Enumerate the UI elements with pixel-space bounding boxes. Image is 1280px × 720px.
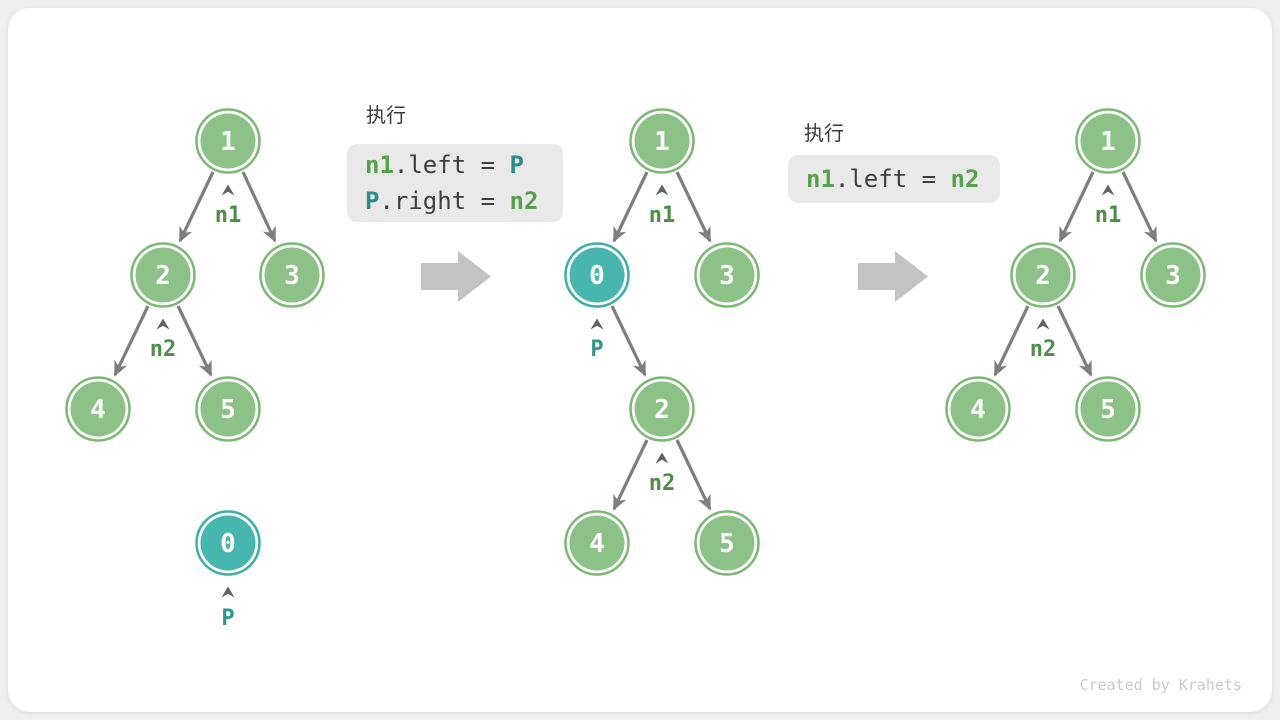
edge-1-to-3 xyxy=(1121,171,1158,243)
transition-arrow-icon xyxy=(858,251,928,302)
node-5-value: 5 xyxy=(719,529,735,559)
node-3-value: 3 xyxy=(284,261,300,291)
node-2: 2 xyxy=(1010,242,1076,308)
node-2-value: 2 xyxy=(654,395,670,425)
pointer-caret-icon xyxy=(590,318,604,330)
code-var-n1: n1 xyxy=(806,165,835,193)
pointer-label-n1: n1 xyxy=(215,203,242,228)
code-line-1: n1.left = P xyxy=(365,147,545,183)
node-2-value: 2 xyxy=(155,261,171,291)
pointer-caret-icon xyxy=(156,318,170,330)
node-3: 3 xyxy=(1140,242,1206,308)
node-4-value: 4 xyxy=(589,529,605,559)
node-5: 5 xyxy=(694,510,760,576)
node-1-value: 1 xyxy=(1100,127,1116,157)
tree-after: 1 2 3 4 5 n1 n2 xyxy=(945,108,1206,442)
pointer-caret-icon xyxy=(655,452,669,464)
edge-1-to-3 xyxy=(675,171,712,243)
edge-2-to-4 xyxy=(113,305,150,377)
exec-label: 执行 xyxy=(804,121,844,145)
node-3-value: 3 xyxy=(719,261,735,291)
node-5-value: 5 xyxy=(220,395,236,425)
node-5: 5 xyxy=(1075,376,1141,442)
watermark-credit: Created by Krahets xyxy=(1079,676,1242,694)
node-1-value: 1 xyxy=(220,127,236,157)
node-1: 1 xyxy=(1075,108,1141,174)
node-1: 1 xyxy=(629,108,695,174)
node-4: 4 xyxy=(65,376,131,442)
edge-0-to-2 xyxy=(610,305,647,377)
code-box-2: n1.left = n2 xyxy=(788,155,1000,203)
tree-before: 1 2 3 4 5 0 n1 n2 P xyxy=(65,108,325,631)
pointer-caret-icon xyxy=(1101,184,1115,196)
node-3: 3 xyxy=(694,242,760,308)
code-op: .right = xyxy=(379,187,510,215)
code-line-1: n1.left = n2 xyxy=(806,161,982,197)
node-4-value: 4 xyxy=(90,395,106,425)
node-2: 2 xyxy=(130,242,196,308)
code-var-p: P xyxy=(365,187,380,215)
node-3: 3 xyxy=(259,242,325,308)
node-0-value: 0 xyxy=(589,261,605,291)
code-var-n2: n2 xyxy=(950,165,980,193)
pointer-label-n2: n2 xyxy=(1030,337,1057,362)
exec-label: 执行 xyxy=(366,103,406,127)
pointer-label-n1: n1 xyxy=(649,203,676,228)
edge-1-to-2 xyxy=(1058,171,1095,243)
node-5: 5 xyxy=(195,376,261,442)
code-op: .left = xyxy=(393,151,510,179)
code-op: .left = xyxy=(834,165,951,193)
edge-1-to-2 xyxy=(178,171,215,243)
node-4-value: 4 xyxy=(970,395,986,425)
pointer-caret-icon xyxy=(221,184,235,196)
node-0-value: 0 xyxy=(220,529,236,559)
code-box-1: n1.left = P P.right = n2 xyxy=(347,144,563,222)
code-var-n1: n1 xyxy=(365,151,394,179)
node-2: 2 xyxy=(629,376,695,442)
node-1-value: 1 xyxy=(654,127,670,157)
node-0-p: 0 xyxy=(564,242,630,308)
node-1: 1 xyxy=(195,108,261,174)
pointer-label-n1: n1 xyxy=(1095,203,1122,228)
edge-2-to-5 xyxy=(675,439,712,511)
tree-intermediate: 1 0 3 2 4 5 n1 P n2 xyxy=(564,108,760,576)
transition-arrow-icon xyxy=(421,251,491,302)
node-2-value: 2 xyxy=(1035,261,1051,291)
pointer-caret-icon xyxy=(221,586,235,598)
edge-1-to-3 xyxy=(241,171,277,243)
node-5-value: 5 xyxy=(1100,395,1116,425)
pointer-label-n2: n2 xyxy=(649,471,676,496)
edge-2-to-4 xyxy=(993,305,1030,377)
edge-2-to-4 xyxy=(612,439,649,511)
edge-2-to-5 xyxy=(176,305,213,377)
edge-2-to-5 xyxy=(1056,305,1093,377)
pointer-caret-icon xyxy=(1036,318,1050,330)
code-line-2: P.right = n2 xyxy=(365,183,545,219)
node-4: 4 xyxy=(945,376,1011,442)
node-3-value: 3 xyxy=(1165,261,1181,291)
pointer-label-p: P xyxy=(590,337,603,362)
edge-1-to-0 xyxy=(612,171,649,243)
pointer-label-p: P xyxy=(221,606,234,631)
code-var-p: P xyxy=(509,151,524,179)
code-var-n2: n2 xyxy=(509,187,539,215)
node-0-p: 0 xyxy=(195,510,261,576)
node-4: 4 xyxy=(564,510,630,576)
pointer-caret-icon xyxy=(655,184,669,196)
pointer-label-n2: n2 xyxy=(150,337,177,362)
